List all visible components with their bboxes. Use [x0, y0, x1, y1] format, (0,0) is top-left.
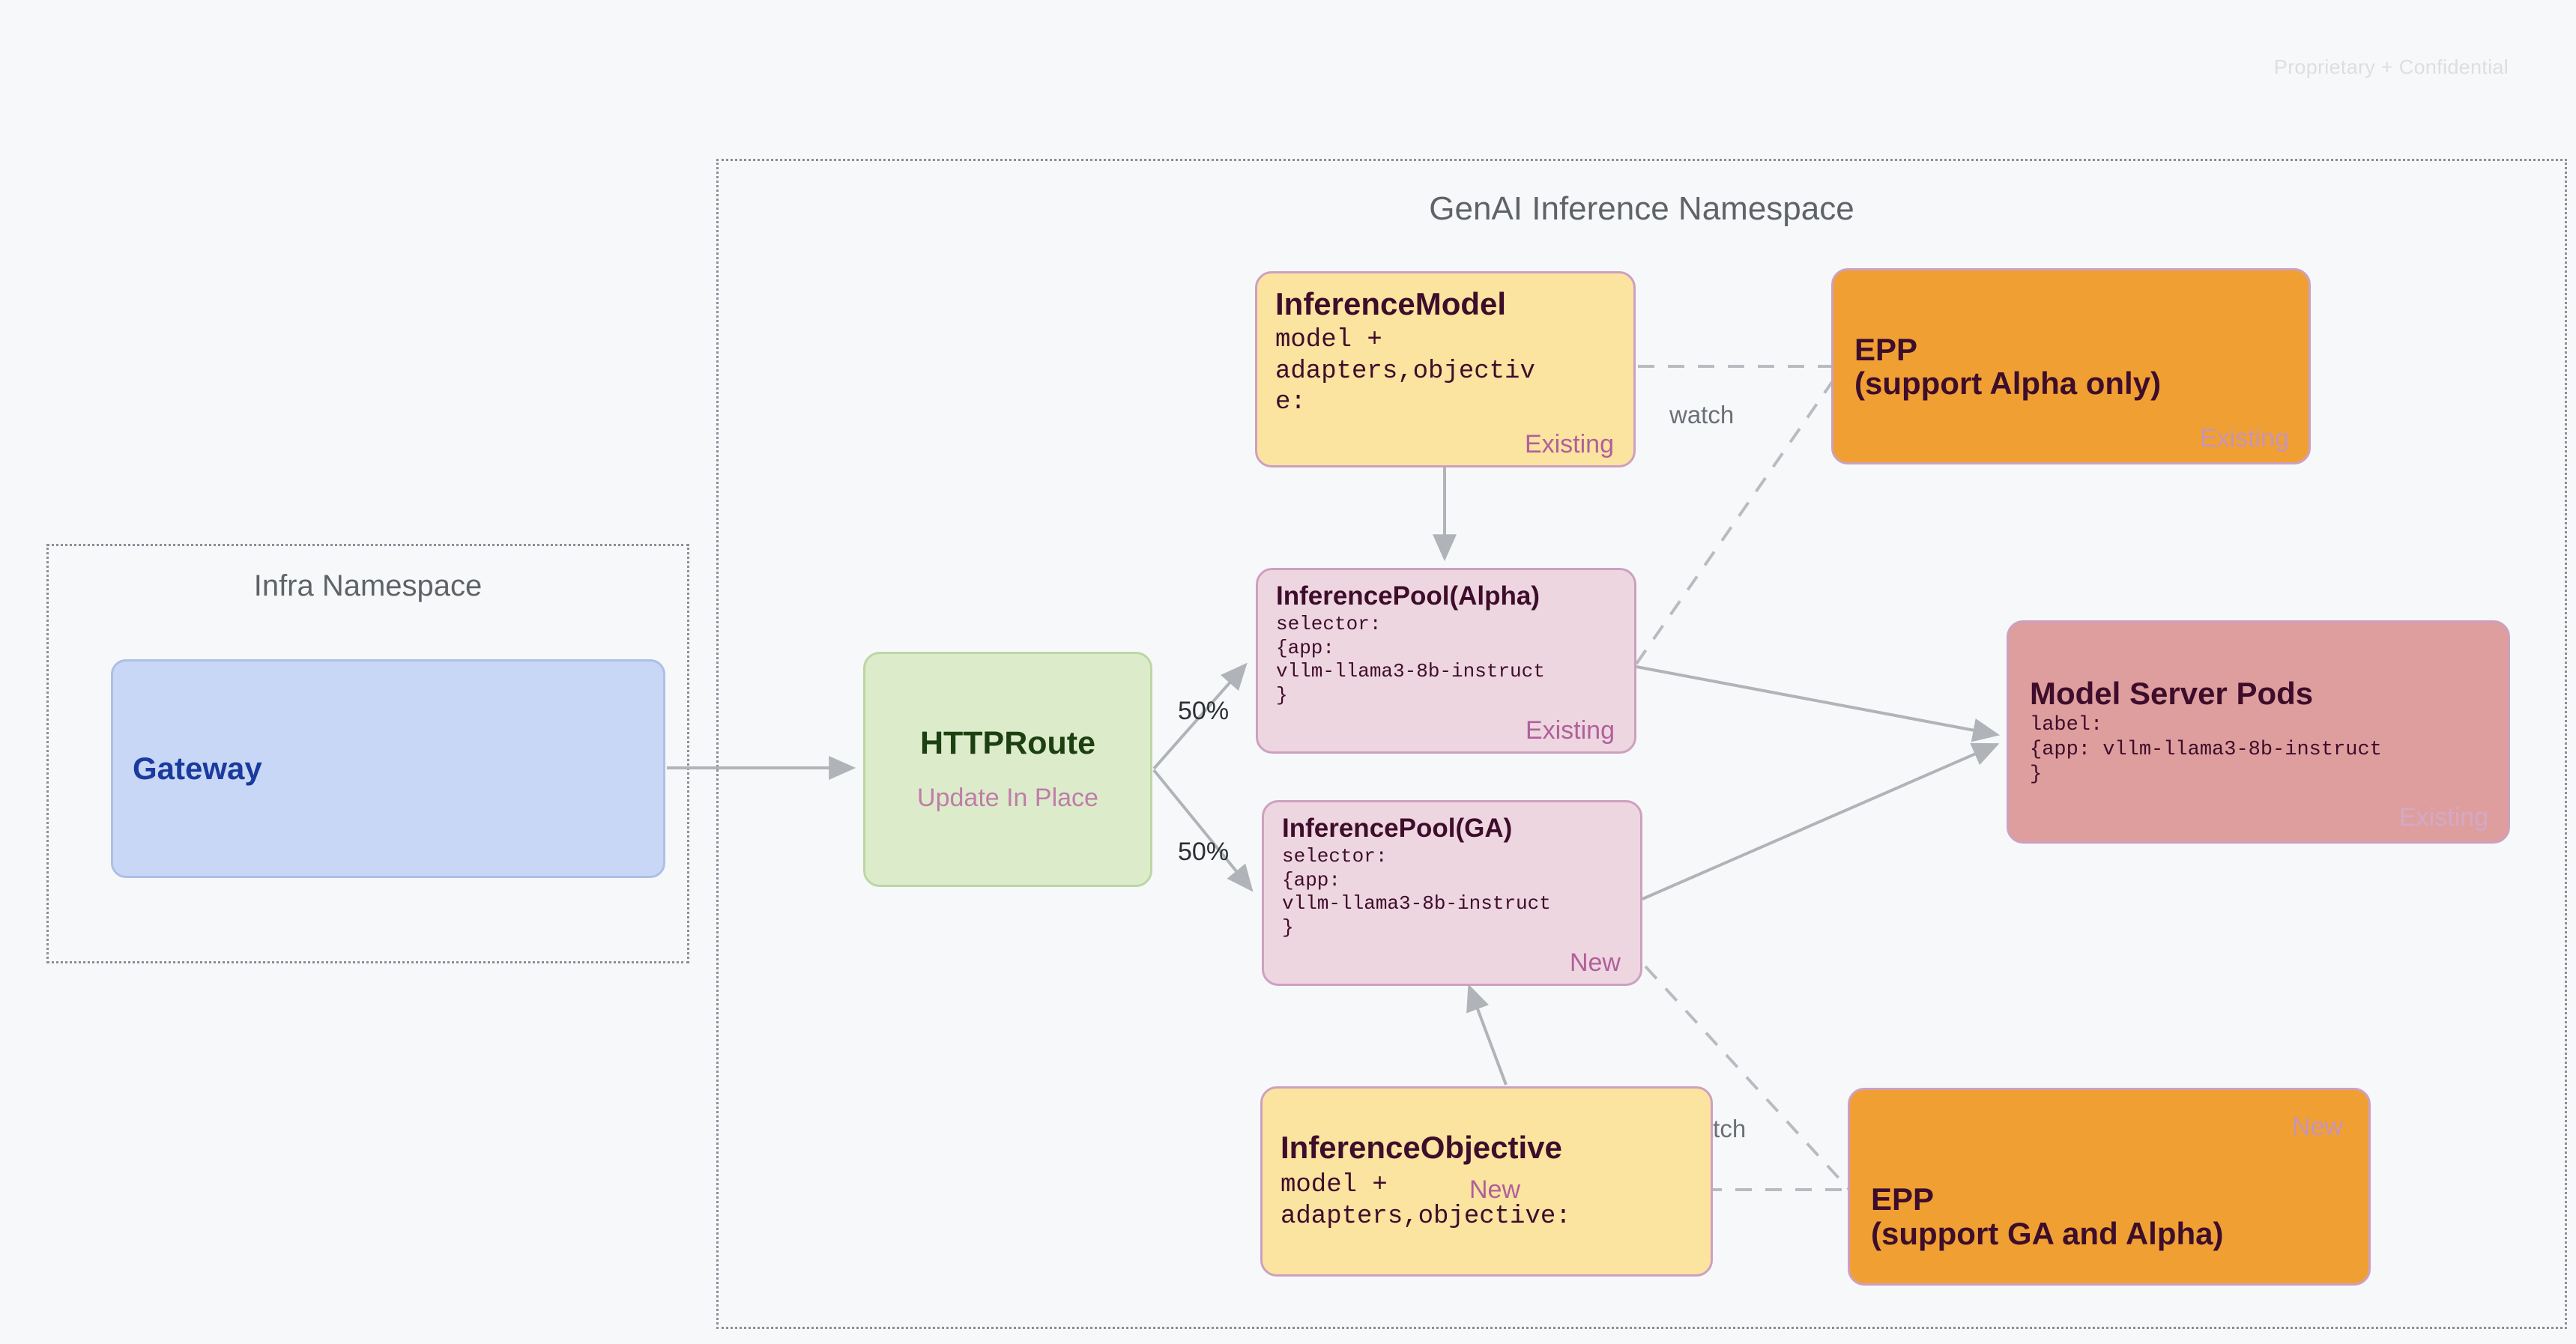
- inference-pool-alpha-body: selector: {app: vllm-llama3-8b-instruct …: [1276, 612, 1545, 706]
- epp-alpha-title-line1: EPP: [1854, 331, 1918, 367]
- node-inference-model[interactable]: InferenceModel model + adapters,objectiv…: [1255, 271, 1636, 467]
- model-server-pods-status-badge: Existing: [2398, 803, 2488, 832]
- inference-objective-body: model + adapters,objective:: [1281, 1171, 1571, 1231]
- model-server-pods-body: label: {app: vllm-llama3-8b-instruct }: [2030, 714, 2382, 787]
- model-server-pods-title: Model Server Pods: [2030, 675, 2314, 711]
- node-epp-ga[interactable]: EPP (support GA and Alpha) New: [1848, 1088, 2371, 1286]
- gateway-title: Gateway: [133, 751, 262, 787]
- edge-label-split-bottom: 50%: [1178, 838, 1230, 866]
- inference-pool-ga-status-badge: New: [1569, 948, 1621, 977]
- node-model-server-pods[interactable]: Model Server Pods label: {app: vllm-llam…: [2007, 620, 2510, 844]
- inference-pool-ga-title: InferencePool(GA): [1282, 814, 1513, 843]
- inference-pool-ga-body: selector: {app: vllm-llama3-8b-instruct …: [1282, 844, 1551, 939]
- epp-ga-status-badge: New: [2291, 1113, 2343, 1141]
- genai-namespace-title: GenAI Inference Namespace: [1429, 190, 1854, 227]
- inference-objective-title: InferenceObjective: [1281, 1129, 1562, 1165]
- infra-namespace-title: Infra Namespace: [253, 569, 483, 602]
- genai-namespace-frame: [716, 159, 2567, 1329]
- node-inference-pool-ga[interactable]: InferencePool(GA) selector: {app: vllm-l…: [1262, 800, 1642, 986]
- node-httproute[interactable]: HTTPRoute Update In Place: [863, 652, 1152, 887]
- inference-pool-alpha-title: InferencePool(Alpha): [1276, 581, 1540, 611]
- httproute-subtitle: Update In Place: [917, 783, 1098, 812]
- edge-label-watch-top: watch: [1669, 401, 1735, 429]
- epp-alpha-title-line2: (support Alpha only): [1854, 366, 2162, 401]
- infra-namespace-frame: [46, 544, 689, 963]
- confidential-notice: Proprietary + Confidential: [2273, 55, 2509, 79]
- node-epp-alpha[interactable]: EPP (support Alpha only) Existing: [1831, 268, 2311, 464]
- epp-ga-title-line2: (support GA and Alpha): [1871, 1215, 2224, 1251]
- inference-pool-alpha-status-badge: Existing: [1525, 716, 1615, 745]
- edge-label-split-top: 50%: [1178, 697, 1230, 725]
- epp-ga-title-line1: EPP: [1871, 1181, 1935, 1217]
- inference-model-body: model + adapters,objectiv e:: [1275, 326, 1535, 417]
- httproute-title: HTTPRoute: [919, 725, 1096, 762]
- node-inference-pool-alpha[interactable]: InferencePool(Alpha) selector: {app: vll…: [1256, 568, 1636, 754]
- node-inference-objective[interactable]: InferenceObjective model + adapters,obje…: [1260, 1086, 1713, 1277]
- inference-model-status-badge: Existing: [1524, 430, 1614, 458]
- inference-model-title: InferenceModel: [1275, 286, 1507, 321]
- epp-alpha-status-badge: Existing: [2199, 424, 2289, 452]
- inference-objective-status-badge: New: [1469, 1175, 1521, 1204]
- node-gateway[interactable]: Gateway: [111, 659, 665, 878]
